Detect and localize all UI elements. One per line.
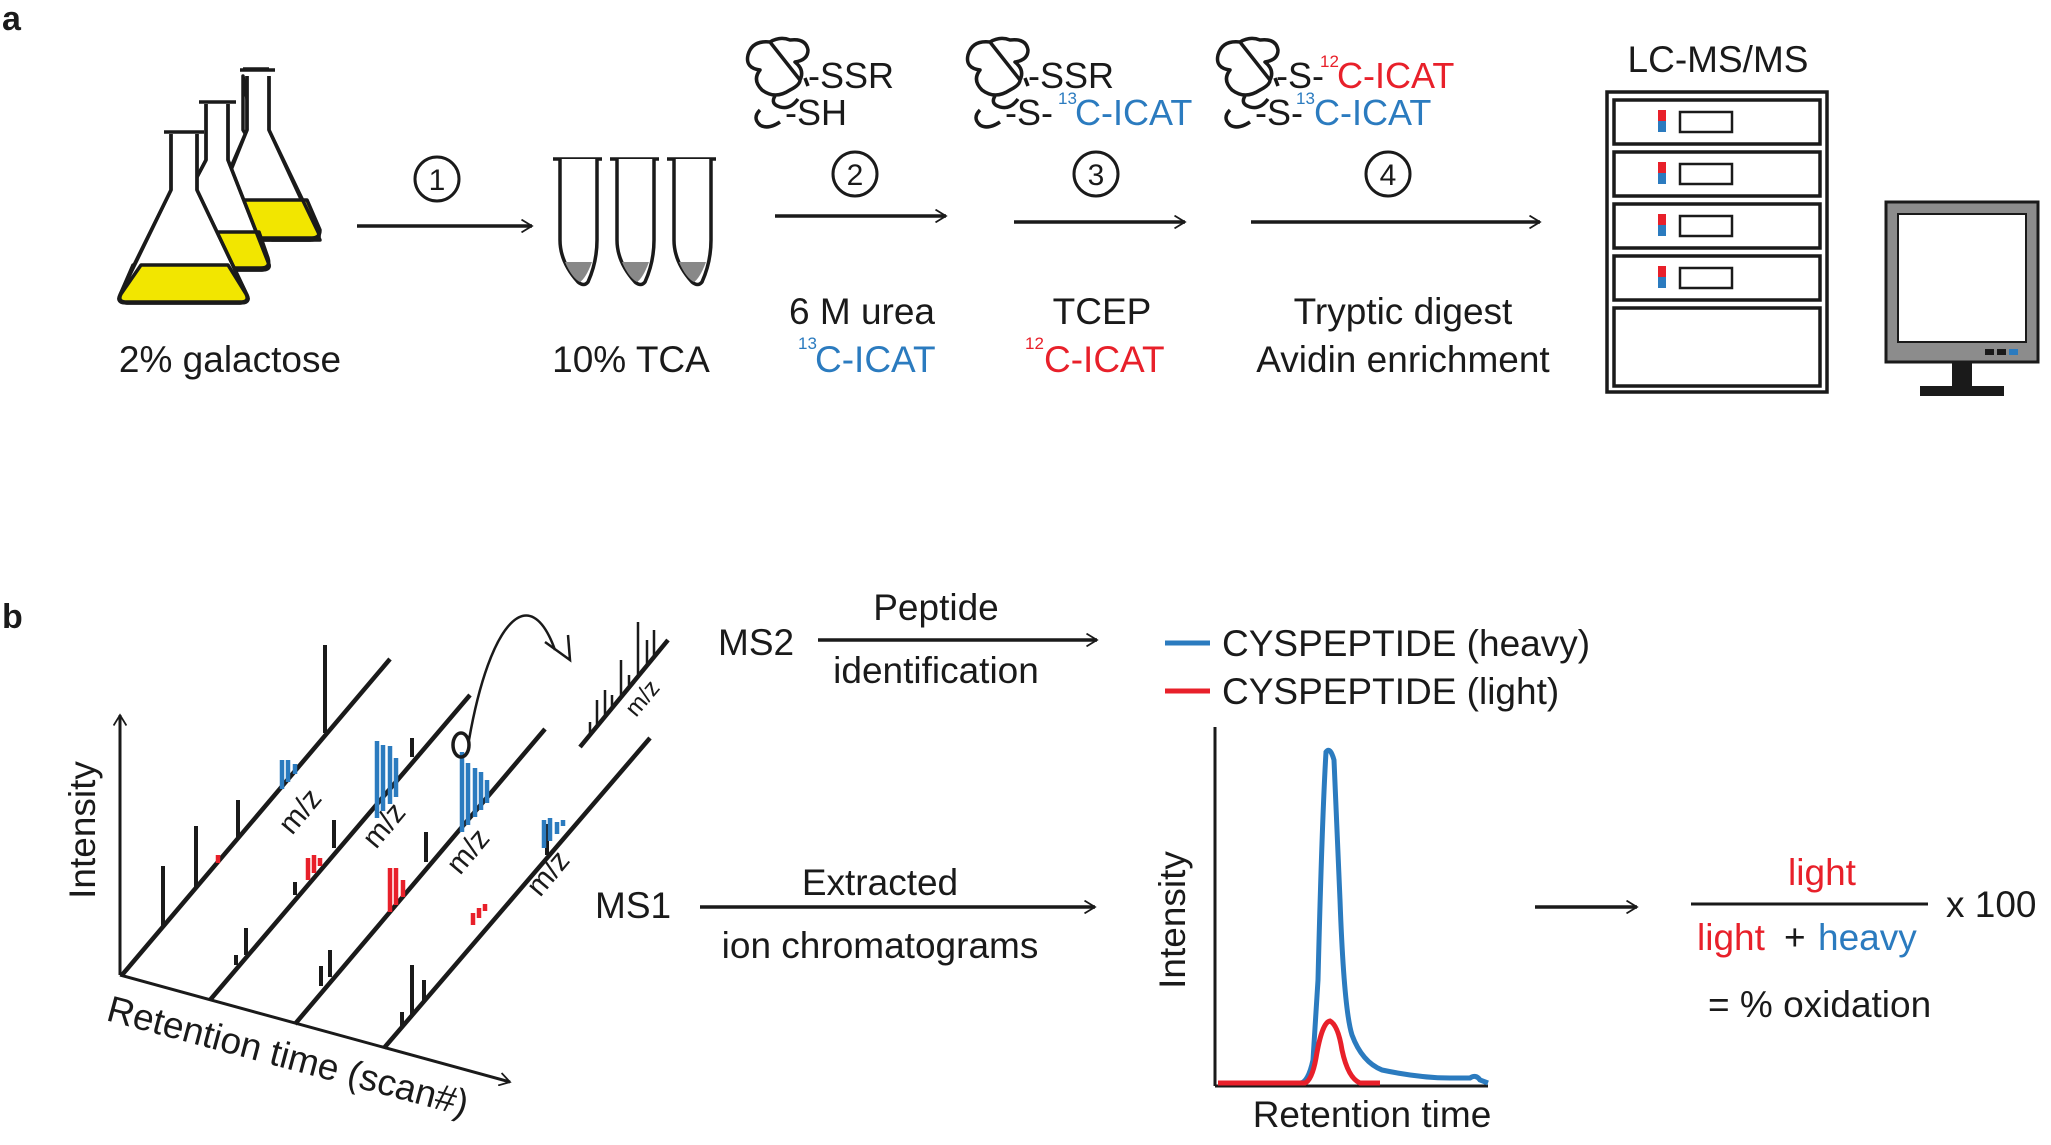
instrument-label: LC-MS/MS [1628, 39, 1809, 80]
ms1-label: MS1 [595, 885, 671, 926]
instrument-module [1612, 98, 1822, 146]
legend: CYSPEPTIDE (heavy) CYSPEPTIDE (light) [1165, 623, 1590, 712]
flask-icons [117, 67, 322, 305]
chromatogram-x-label: Retention time [1253, 1094, 1492, 1135]
computer-monitor-icon [1884, 200, 2040, 396]
legend-heavy-label: CYSPEPTIDE (heavy) [1222, 623, 1590, 664]
y-axis-label: Intensity [62, 761, 103, 899]
step-2-protein-bottom: -SH [785, 92, 847, 133]
mz-label: m/z [356, 796, 412, 854]
step-3-protein-icon [965, 36, 1030, 129]
step-2-reagent-1: 6 M urea [789, 291, 935, 332]
ms2-arrow-bottom: identification [833, 650, 1039, 691]
step-3-protein-label: C-ICAT [1075, 92, 1192, 133]
tube-icons [553, 157, 716, 287]
light-trace [1218, 1018, 1380, 1086]
step-2-isotope: 13 [798, 334, 817, 353]
step-2-protein-icon [745, 36, 810, 129]
ms2-peaks [588, 622, 656, 735]
step-4-protein-bottom-prefix: -S- [1255, 92, 1303, 133]
panel-a-letter: a [2, 0, 22, 38]
step-1-label: 10% TCA [552, 339, 710, 380]
step-3-arrow: 3 [1014, 150, 1185, 222]
lc-ms-instrument-icon [1605, 90, 1829, 394]
flask-front-icon [117, 130, 250, 305]
step-3-isotope: 12 [1025, 334, 1044, 353]
ms1-arrow-bottom: ion chromatograms [722, 925, 1039, 966]
ms2-label: MS2 [718, 622, 794, 663]
step-4-number: 4 [1380, 159, 1397, 192]
oxidation-formula: light light + heavy x 100 = % oxidation [1691, 852, 2037, 1025]
step-4-label-1: Tryptic digest [1294, 291, 1513, 332]
scan-baselines [120, 638, 670, 1050]
chromatogram-y-label: Intensity [1152, 851, 1193, 989]
instrument-module [1612, 254, 1822, 302]
legend-light-label: CYSPEPTIDE (light) [1222, 671, 1559, 712]
blue-peaks [279, 741, 566, 848]
heavy-trace [1218, 747, 1489, 1086]
step-1-number: 1 [429, 164, 446, 197]
step-1-arrow: 1 [357, 155, 532, 226]
step-3-number: 3 [1088, 159, 1105, 192]
step-4-protein-top-isotope: 12 [1320, 52, 1339, 71]
formula-plus: + [1784, 917, 1806, 958]
step-4-protein-bottom-label: C-ICAT [1314, 92, 1431, 133]
step-2-arrow: 2 [775, 150, 946, 216]
step-3-reagent-1: TCEP [1053, 291, 1152, 332]
formula-result: = % oxidation [1708, 984, 1931, 1025]
step-4-protein-top-label: C-ICAT [1337, 55, 1454, 96]
tube-icon [610, 157, 659, 287]
formula-denominator-heavy: heavy [1818, 917, 1917, 958]
formula-numerator: light [1788, 852, 1857, 893]
black-peaks [161, 645, 549, 1027]
step-2-number: 2 [847, 159, 864, 192]
step-3-protein-bottom-prefix: -S- [1005, 92, 1053, 133]
panel-b-letter: b [2, 598, 23, 636]
instrument-module [1612, 202, 1822, 250]
tube-icon [553, 157, 602, 287]
x-axis [119, 973, 510, 1082]
formula-multiplier: x 100 [1946, 884, 2037, 925]
step-3-reagent-2: C-ICAT [1044, 339, 1165, 380]
curved-arrow-line [467, 614, 557, 741]
instrument-base [1612, 306, 1822, 388]
step-4-protein-icon [1215, 36, 1280, 129]
step-2-reagent-2: C-ICAT [815, 339, 936, 380]
step-4-protein-top-prefix: -S- [1276, 55, 1324, 96]
step-3-protein-isotope: 13 [1058, 89, 1077, 108]
step-4-protein-bottom-isotope: 13 [1296, 89, 1315, 108]
step-4-label-2: Avidin enrichment [1256, 339, 1550, 380]
ms1-arrow-top: Extracted [802, 862, 958, 903]
curved-arrow-head-icon [544, 634, 572, 663]
formula-denominator-light: light [1697, 917, 1766, 958]
mz-label: m/z [620, 675, 666, 722]
spectra-3d-plot: Intensity Retention time (scan#) [62, 614, 670, 1124]
step-3-protein-top: -SSR [1028, 55, 1114, 96]
step-2-protein-top: -SSR [808, 55, 894, 96]
step-4-arrow: 4 [1251, 150, 1540, 222]
start-label: 2% galactose [119, 339, 341, 380]
chromatogram-plot: Intensity Retention time [1152, 727, 1491, 1135]
instrument-module [1612, 150, 1822, 198]
red-peaks [215, 855, 488, 925]
ms2-arrow-top: Peptide [873, 587, 999, 628]
tube-icon [667, 157, 716, 287]
precursor-circle [451, 731, 471, 759]
mz-label: m/z [520, 844, 576, 902]
mz-label: m/z [440, 822, 496, 880]
